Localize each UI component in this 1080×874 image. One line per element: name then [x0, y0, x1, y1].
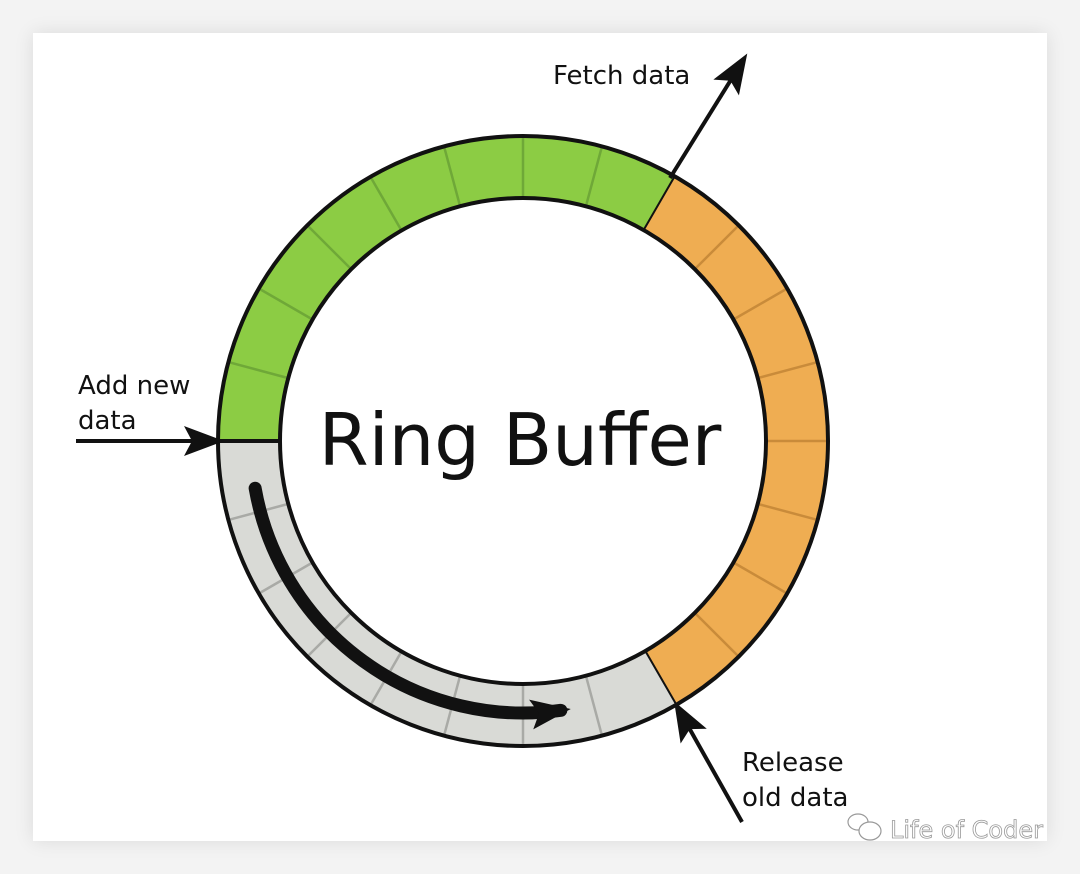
- fetch-label: Fetch data: [553, 61, 690, 91]
- slot-divider: [693, 224, 740, 271]
- ring-section-pending: [644, 176, 828, 706]
- slot-divider: [228, 360, 289, 380]
- slot-divider: [732, 287, 788, 321]
- slot-divider: [584, 146, 604, 207]
- wechat-icon: [847, 813, 882, 841]
- add-label-line2: data: [78, 406, 137, 436]
- watermark-text: Life of Coder: [890, 816, 1043, 844]
- direction-arrow: [248, 481, 571, 730]
- ring-section-written: [218, 136, 676, 441]
- slot-divider: [442, 146, 462, 207]
- release-label-line1: Release: [742, 748, 844, 778]
- slot-divider: [258, 287, 314, 321]
- diagram-title: Ring Buffer: [319, 398, 722, 482]
- ring-section-free: [218, 441, 676, 746]
- slot-divider: [732, 561, 788, 595]
- add-label-line1: Add new: [78, 371, 190, 401]
- release-arrow: [674, 701, 744, 823]
- ring-inner-edge: [278, 196, 768, 686]
- slot-divider: [584, 675, 604, 736]
- slot-divider: [757, 502, 818, 522]
- watermark: Life of Coder: [847, 813, 1043, 844]
- slot-divider: [693, 611, 740, 658]
- release-label-line2: old data: [742, 783, 848, 813]
- slot-divider: [757, 360, 818, 380]
- fetch-arrow: [668, 53, 748, 180]
- slot-divider: [369, 176, 403, 232]
- slot-divider: [306, 224, 353, 271]
